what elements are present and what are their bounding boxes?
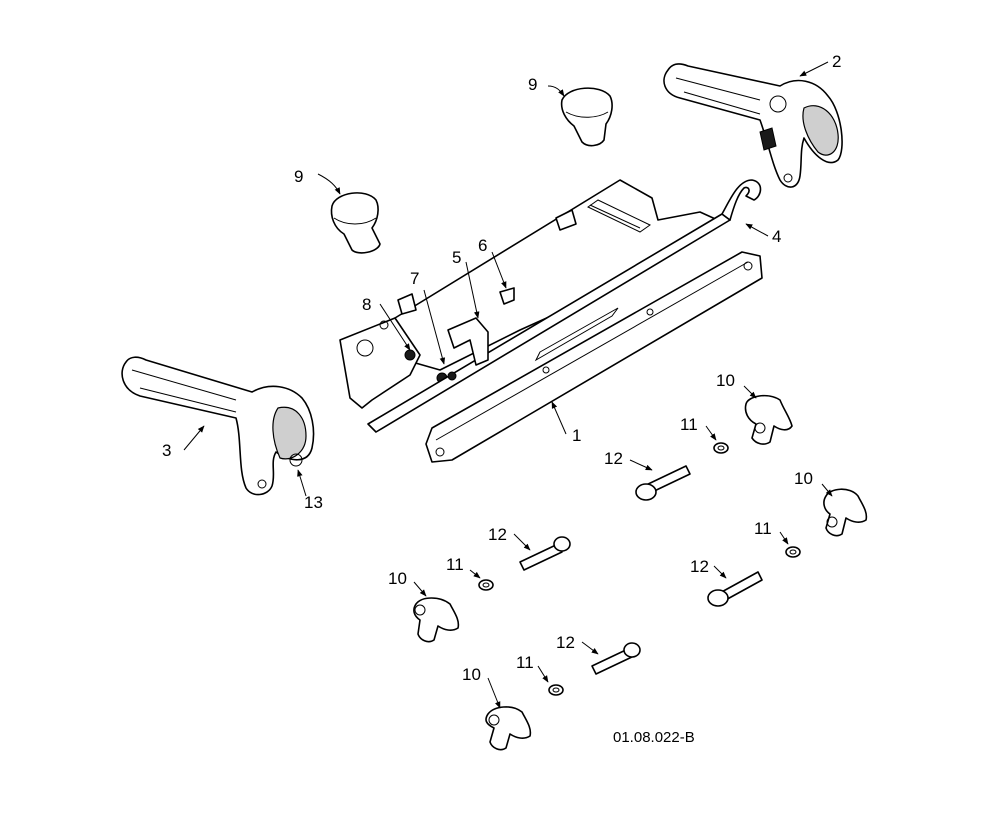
- knob-4: [485, 706, 532, 751]
- grip-lower: [330, 192, 381, 254]
- callout-1: 1: [572, 426, 581, 445]
- leader-lines: [183, 61, 833, 709]
- left-handle: [121, 356, 315, 496]
- callout-5: 5: [452, 248, 461, 267]
- callout-2: 2: [832, 52, 841, 71]
- callout-9-lower: 9: [294, 167, 303, 186]
- washer-1: [713, 442, 729, 454]
- callout-11-d: 11: [516, 653, 534, 672]
- knob-3: [413, 597, 460, 643]
- callout-13: 13: [304, 493, 323, 512]
- callout-11-b: 11: [754, 519, 772, 538]
- callout-12-b: 12: [488, 525, 507, 544]
- grip-upper: [560, 87, 613, 147]
- callout-10-c: 10: [388, 569, 407, 588]
- washer-3: [478, 579, 494, 591]
- callout-11-c: 11: [446, 555, 464, 574]
- callout-12-a: 12: [604, 449, 623, 468]
- callout-10-b: 10: [794, 469, 813, 488]
- callout-7: 7: [410, 269, 419, 288]
- bolt-1: [635, 465, 691, 501]
- callout-10-d: 10: [462, 665, 481, 684]
- knob-1: [744, 394, 793, 445]
- washer-2: [785, 546, 801, 558]
- bolt-2: [519, 536, 571, 571]
- knob-2: [823, 488, 868, 537]
- bolt-3: [707, 571, 763, 607]
- callout-9-upper: 9: [528, 75, 537, 94]
- callouts: 1 2 3 4 5 6 7 8 9 9 10 10 10 10 11 11 11…: [162, 52, 841, 684]
- callout-10-a: 10: [716, 371, 735, 390]
- callout-6: 6: [478, 236, 487, 255]
- washer-4: [548, 684, 564, 696]
- handle-bracket-assembly: [339, 179, 763, 463]
- callout-4: 4: [772, 227, 781, 246]
- callout-3: 3: [162, 441, 171, 460]
- bolt-4: [591, 642, 641, 675]
- callout-12-c: 12: [690, 557, 709, 576]
- callout-8: 8: [362, 295, 371, 314]
- callout-12-d: 12: [556, 633, 575, 652]
- right-handle: [663, 63, 843, 188]
- callout-11-a: 11: [680, 415, 698, 434]
- document-number: 01.08.022-B: [613, 729, 695, 746]
